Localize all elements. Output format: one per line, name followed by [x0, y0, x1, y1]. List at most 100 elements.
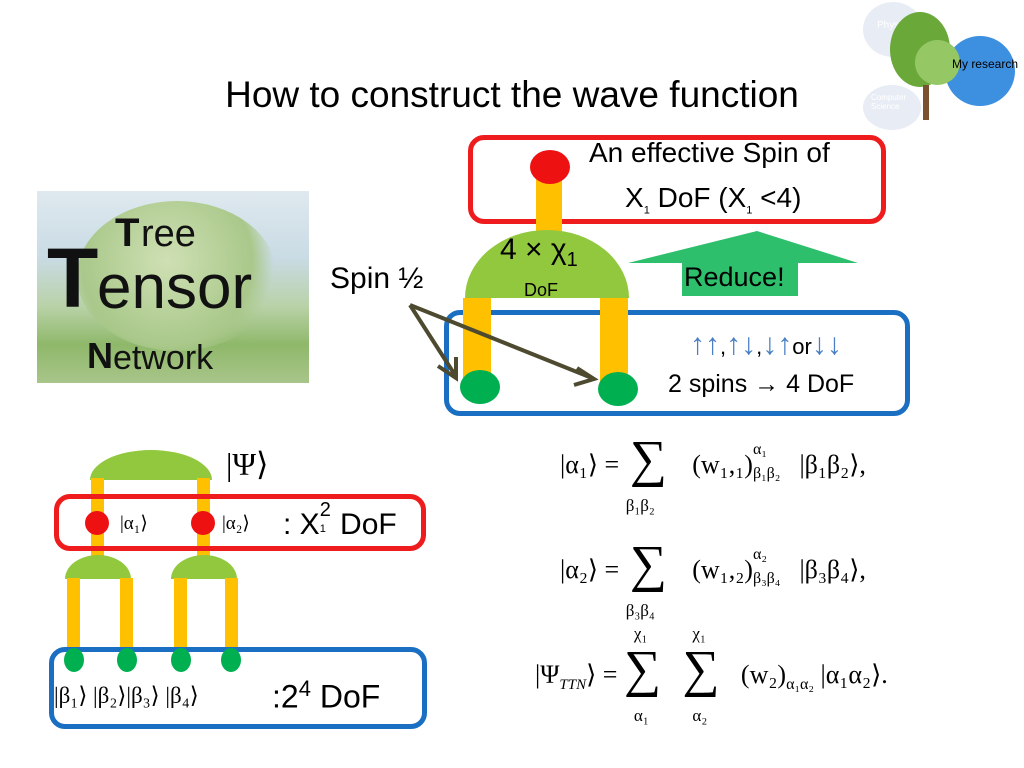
beta1-node: [64, 648, 84, 672]
effective-spin-box: [468, 135, 886, 224]
eq2-sum-sub: β₃β₄: [625, 601, 655, 621]
chi: X: [625, 182, 644, 213]
dome-dof: DoF: [524, 280, 559, 300]
effective-spin-text: An effective Spin of: [589, 137, 830, 168]
down-down-icon: ↓↓: [811, 328, 842, 361]
ttn-ensor: ensor: [97, 253, 253, 322]
slide-title: How to construct the wave function: [225, 74, 799, 115]
effective-dof-text: X1 DoF (X1 <4): [625, 182, 801, 217]
chi-sub-2: 1: [746, 204, 753, 217]
chi-sub: 1: [643, 204, 650, 217]
down-up-icon: ↓↑: [762, 328, 793, 361]
eq2-w: (w₁,₂): [692, 555, 753, 584]
alpha-box: [54, 494, 426, 551]
eq2-ket: |β₃β₄⟩,: [799, 555, 866, 584]
dome-label: 4 × χ1: [500, 233, 578, 272]
ttn-t: T: [115, 211, 140, 255]
bond-left: [463, 298, 491, 382]
beta-dof-label: DoF: [310, 678, 381, 715]
spin-states: ↑↑,↑↓,↓↑or↓↓: [690, 328, 842, 362]
research-logo: Physics Computer Science My research: [855, 0, 1024, 130]
sum-icon: ∑: [623, 641, 661, 699]
ttn-big-t: T: [47, 231, 99, 325]
bond-beta2: [120, 578, 133, 660]
reduce-arrow: [628, 231, 858, 296]
tree-trunk: [923, 85, 929, 120]
eq3-sum2-top: χ₁: [692, 624, 706, 644]
beta-dof-sup: 4: [298, 676, 311, 701]
alpha-dof-sup: 2: [319, 499, 331, 521]
dome-label-main: 4 × χ: [500, 233, 567, 266]
beta-dof-2: :2: [272, 678, 299, 715]
eq1-lhs: |α₁⟩ =: [560, 450, 620, 479]
up-up-icon: ↑↑: [690, 328, 720, 361]
alpha-dof-label: DoF: [331, 508, 397, 541]
eq1-sup: α₁: [752, 441, 767, 458]
beta3-node: [171, 648, 191, 672]
spins-dof-text: 2 spins → 4 DoF: [668, 370, 855, 398]
sum-icon: ∑: [629, 431, 667, 489]
eq1-w: (w₁,₁): [692, 450, 753, 479]
alpha1-ket: |α₁⟩: [120, 513, 148, 534]
dof-close: <4): [752, 182, 802, 213]
eq3-sub: α₁α₂: [786, 676, 814, 694]
dome-label-sub: 1: [566, 249, 578, 271]
alpha-dof-chi: : X: [283, 508, 320, 541]
spin-pointer-arrows: [408, 303, 599, 387]
physics-label: Physics: [877, 20, 912, 31]
comma: ,: [720, 334, 727, 359]
dof-open: DoF (X: [649, 182, 747, 213]
bond-beta4: [225, 578, 238, 660]
beta4-node: [221, 648, 241, 672]
sum-icon: ∑: [629, 536, 667, 594]
bond-top: [536, 175, 562, 235]
up-down-icon: ↑↓: [726, 328, 757, 361]
eq3-sum2-sub: α₂: [692, 706, 708, 726]
ttn-ree: ree: [141, 213, 196, 255]
eq3-ket: |α₁α₂⟩.: [820, 660, 888, 689]
alpha1-node: [85, 511, 109, 535]
eq3-lhs: |Ψ: [535, 660, 560, 689]
ttn-n: N: [87, 335, 113, 376]
cs-circle: Computer Science: [863, 85, 921, 130]
eq2-lhs: |α₂⟩ =: [560, 555, 620, 584]
eq1-sum-sub: β₁β₂: [625, 496, 655, 516]
eq1-sub: β₁β₂: [752, 465, 781, 482]
eq3-sum1-sub: α₁: [633, 706, 649, 726]
tree-tensor-network-image: T ree T ensor N etwork: [37, 191, 309, 383]
eq3-lhs-end: ⟩ =: [586, 660, 618, 689]
spin-node-2: [598, 372, 638, 406]
eq2-sup: α₂: [752, 546, 767, 563]
alpha2-ket: |α₂⟩: [222, 513, 250, 534]
eq3-lhs-sub: TTN: [559, 677, 587, 694]
psi-ket: |Ψ⟩: [226, 446, 269, 482]
tree-foliage: [915, 40, 960, 85]
or-label: or: [792, 334, 812, 359]
effective-spin-node: [530, 150, 570, 184]
reduce-label: Reduce!: [684, 262, 785, 292]
spin-node-1: [460, 370, 500, 404]
ttn-etwork: etwork: [113, 339, 214, 377]
beta-dof: :24 DoF: [272, 676, 380, 716]
sum-icon: ∑: [682, 641, 720, 699]
equation-alpha1: |α₁⟩ = ∑ β₁β₂ (w₁,₁)α₁ β₁β₂ |β₁β₂⟩,: [560, 434, 866, 516]
equation-alpha2: |α₂⟩ = ∑ β₃β₄ (w₁,₂)α₂ β₃β₄ |β₃β₄⟩,: [560, 539, 866, 621]
eq1-ket: |β₁β₂⟩,: [799, 450, 866, 479]
cs-label: Computer Science: [871, 93, 907, 111]
bond-beta3: [174, 578, 187, 660]
spin-half-label: Spin ½: [330, 262, 424, 295]
tree-photo: [77, 201, 277, 351]
eq3-sum1-top: χ₁: [633, 624, 648, 644]
equation-psi-ttn: |ΨTTN⟩ = χ₁∑α₁ χ₁∑α₂ (w₂)α₁α₂ |α₁α₂⟩.: [535, 624, 888, 725]
alpha-dof-sub: 1: [319, 523, 326, 535]
beta-kets: |β₁⟩ |β₂⟩|β₃⟩ |β₄⟩: [54, 683, 199, 708]
alpha2-node: [191, 511, 215, 535]
beta2-node: [117, 648, 137, 672]
comma: ,: [756, 334, 763, 359]
bond-beta1: [67, 578, 80, 660]
my-research-label: My research: [951, 57, 1019, 71]
eq2-sub: β₃β₄: [752, 570, 781, 587]
beta-box: [49, 647, 427, 729]
